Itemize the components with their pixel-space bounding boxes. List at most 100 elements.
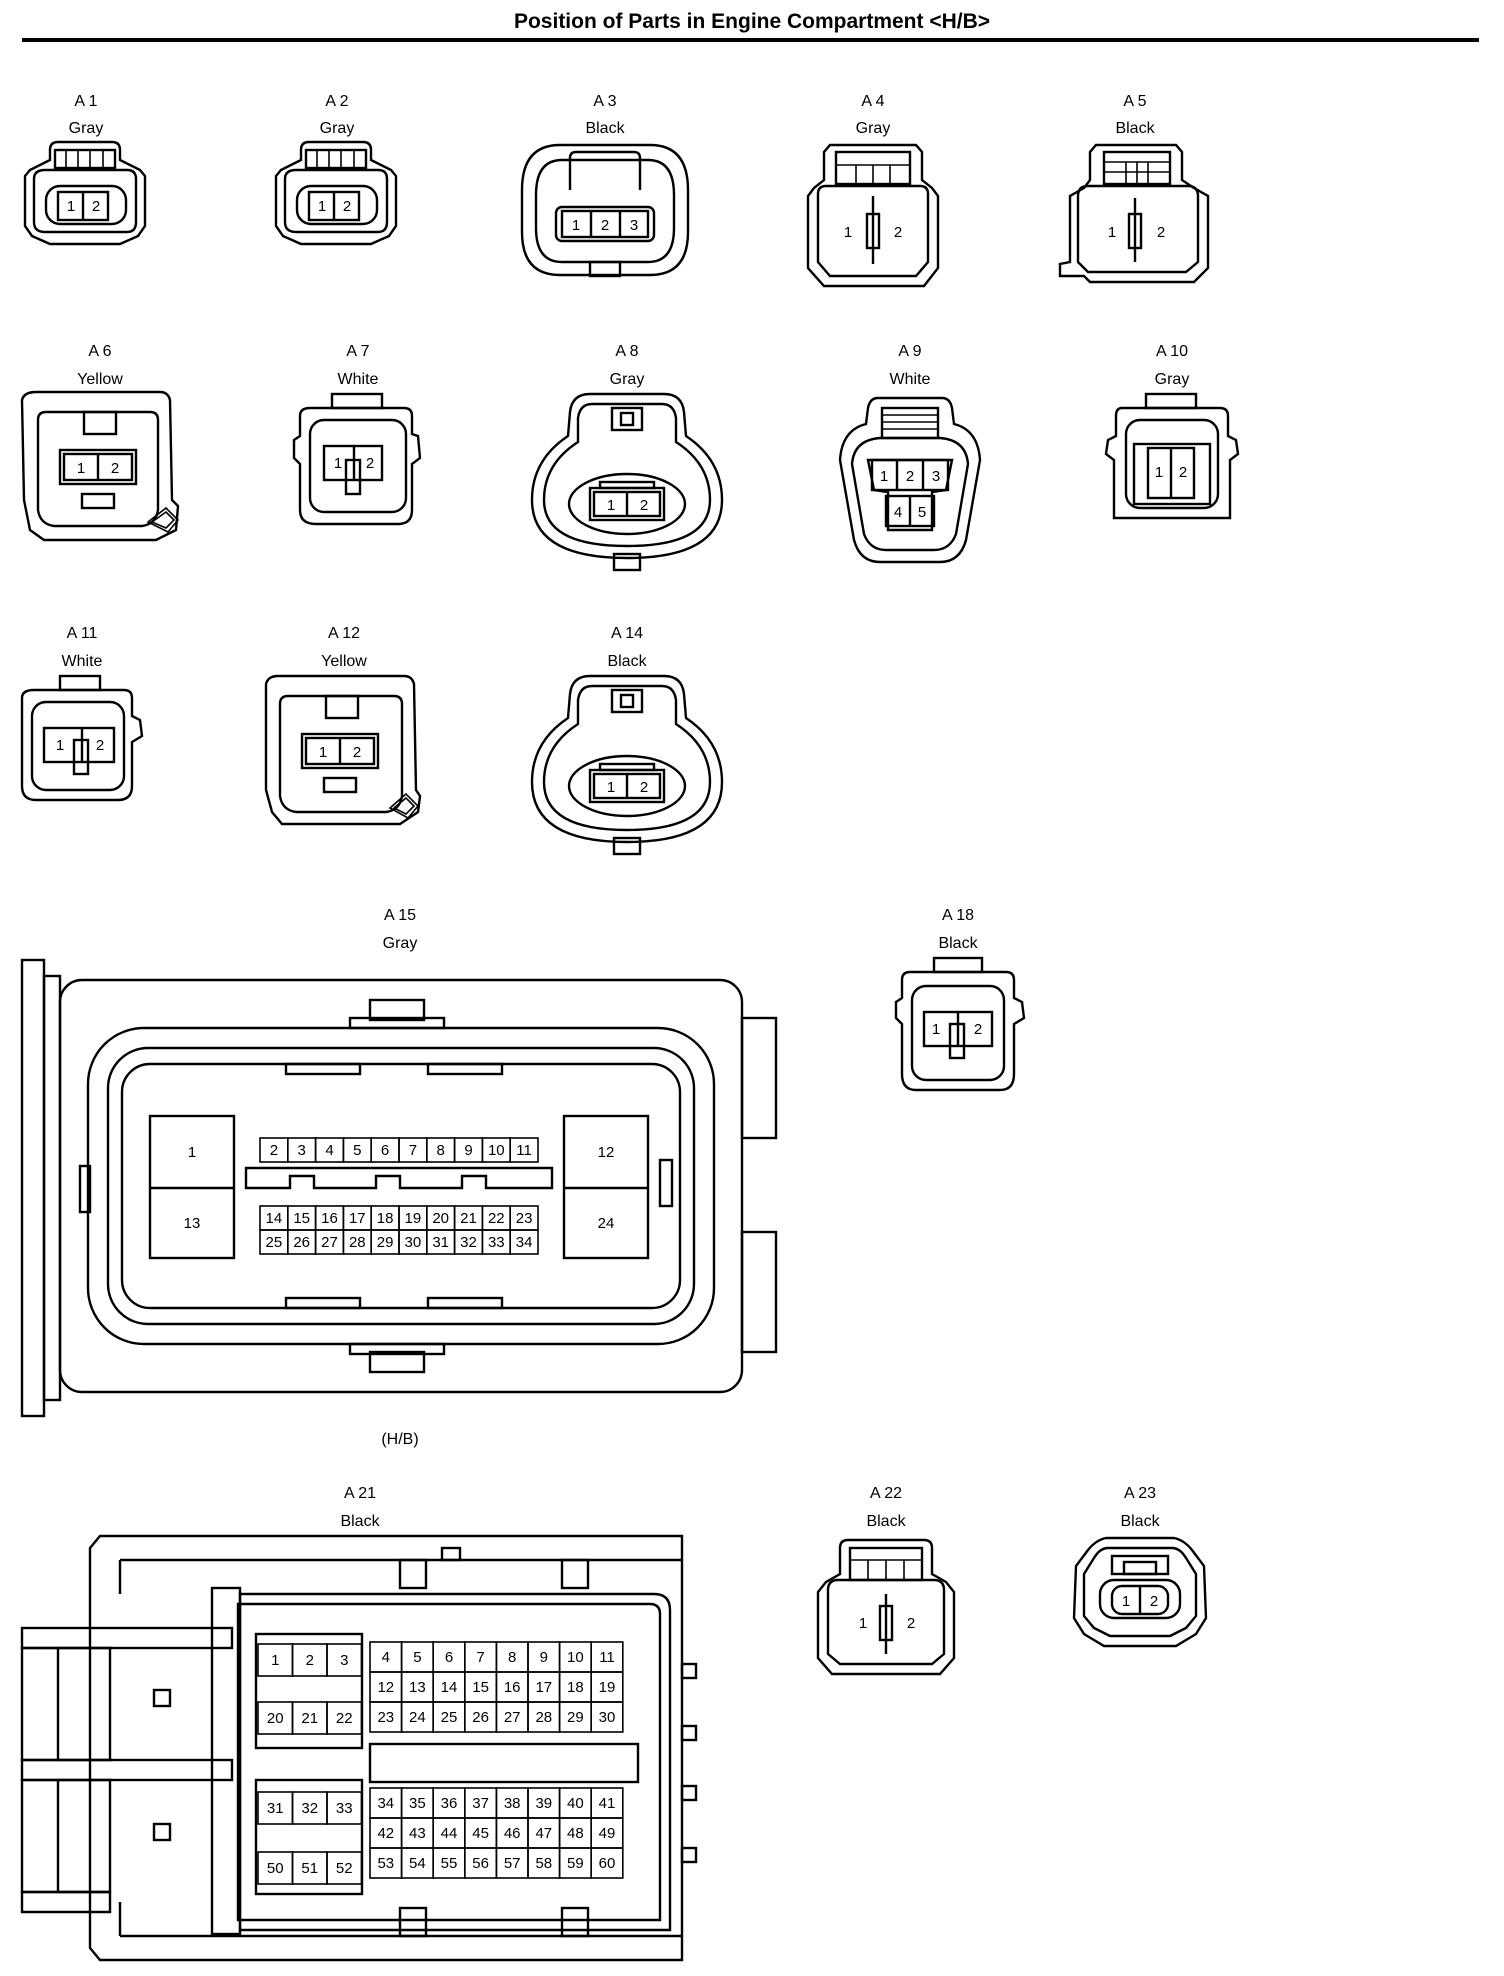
connector-id: A 21 [344, 1485, 376, 1502]
page-title: Position of Parts in Engine Compartment … [513, 10, 991, 33]
pin-number: 9 [540, 1649, 548, 1666]
connector-color: White [890, 371, 931, 388]
connector-id: A 11 [67, 625, 98, 642]
pin-number: 39 [535, 1795, 552, 1812]
svg-text:1: 1 [572, 217, 580, 234]
pin-number: 30 [405, 1234, 422, 1251]
pin-number: 40 [567, 1795, 584, 1812]
svg-text:12: 12 [598, 1144, 615, 1161]
svg-text:2: 2 [906, 468, 914, 485]
pin-number: 24 [409, 1709, 426, 1726]
svg-text:2: 2 [343, 198, 351, 215]
pin-cell [326, 1643, 363, 1677]
connector-id: A 2 [325, 93, 348, 110]
pin-number: 30 [599, 1709, 616, 1726]
pin-number: 28 [535, 1709, 552, 1726]
pin-number: 32 [460, 1234, 477, 1251]
connector-color: White [62, 653, 103, 670]
pin-number: 13 [409, 1679, 426, 1696]
connector-color: Black [1120, 1513, 1160, 1530]
pin-number: 26 [472, 1709, 489, 1726]
pin-number: 19 [599, 1679, 616, 1696]
svg-text:2: 2 [640, 497, 648, 514]
pin-number: 20 [267, 1710, 284, 1727]
svg-text:1: 1 [932, 1021, 940, 1038]
pin-number: 29 [377, 1234, 394, 1251]
svg-text:1: 1 [880, 468, 888, 485]
connector-a1: A 1 Gray 1 2 [23, 93, 147, 246]
connector-a8: A 8 Gray 1 2 [530, 343, 724, 572]
svg-text:24: 24 [598, 1215, 615, 1232]
pin-cell [590, 1701, 624, 1733]
svg-text:1: 1 [844, 224, 852, 241]
pin-number: 21 [301, 1710, 318, 1727]
connector-color: Gray [320, 120, 355, 137]
svg-text:1: 1 [77, 460, 85, 477]
pin-number: 27 [321, 1234, 338, 1251]
pin-number: 15 [293, 1210, 310, 1227]
svg-text:1: 1 [607, 779, 615, 796]
pin-number: 23 [377, 1709, 394, 1726]
connector-id: A 3 [593, 93, 616, 110]
pin-number: 8 [508, 1649, 516, 1666]
pin-number: 26 [293, 1234, 310, 1251]
connector-a2: A 2 Gray 1 2 [274, 93, 398, 246]
pin-number: 50 [267, 1860, 284, 1877]
pin-number: 22 [488, 1210, 505, 1227]
connector-a7: A 7 White 1 2 [292, 343, 422, 526]
svg-text:1: 1 [1108, 224, 1116, 241]
pin-number: 8 [437, 1142, 445, 1159]
pin-cell [326, 1851, 363, 1885]
connector-id: A 9 [898, 343, 921, 360]
pin-number: 27 [504, 1709, 521, 1726]
svg-text:13: 13 [184, 1215, 201, 1232]
connector-color: Gray [383, 935, 418, 952]
svg-text:3: 3 [932, 468, 940, 485]
connector-color: Black [1115, 120, 1155, 137]
connector-color: Yellow [321, 653, 367, 670]
connector-a18: A 18 Black 1 2 [894, 907, 1026, 1092]
pin-number: 28 [349, 1234, 366, 1251]
connector-id: A 15 [384, 907, 416, 924]
pin-number: 34 [516, 1234, 533, 1251]
pin-number: 29 [567, 1709, 584, 1726]
connector-color: Gray [69, 120, 104, 137]
connector-a10: A 10 Gray 1 2 [1104, 343, 1240, 520]
pin-number: 22 [336, 1710, 353, 1727]
pin-number: 5 [353, 1142, 361, 1159]
connector-id: A 1 [74, 93, 97, 110]
pin-number: 7 [476, 1649, 484, 1666]
connector-color: Gray [610, 371, 645, 388]
pin-number: 38 [504, 1795, 521, 1812]
connector-id: A 12 [328, 625, 360, 642]
pin-number: 35 [409, 1795, 426, 1812]
pin-number: 46 [504, 1825, 521, 1842]
pin-number: 3 [340, 1652, 348, 1669]
pin-number: 4 [382, 1649, 390, 1666]
pin-number: 48 [567, 1825, 584, 1842]
pin-number: 34 [377, 1795, 394, 1812]
svg-text:1: 1 [1122, 1593, 1130, 1610]
connector-color: Black [866, 1513, 906, 1530]
pin-number: 9 [464, 1142, 472, 1159]
svg-text:2: 2 [92, 198, 100, 215]
connector-a23: A 23 Black 1 2 [1072, 1485, 1208, 1648]
svg-text:1: 1 [56, 737, 64, 754]
svg-text:2: 2 [353, 744, 361, 761]
svg-text:2: 2 [96, 737, 104, 754]
pin-cell [326, 1701, 363, 1735]
pin-number: 17 [349, 1210, 366, 1227]
pin-number: 12 [377, 1679, 394, 1696]
pin-number: 10 [567, 1649, 584, 1666]
pin-number: 49 [599, 1825, 616, 1842]
connector-a12: A 12 Yellow 1 2 [264, 625, 422, 826]
connector-id: A 8 [615, 343, 638, 360]
pin-number: 16 [504, 1679, 521, 1696]
svg-text:5: 5 [918, 504, 926, 521]
pin-number: 32 [301, 1800, 318, 1817]
svg-text:3: 3 [630, 217, 638, 234]
pin-number: 18 [567, 1679, 584, 1696]
svg-text:1: 1 [318, 198, 326, 215]
